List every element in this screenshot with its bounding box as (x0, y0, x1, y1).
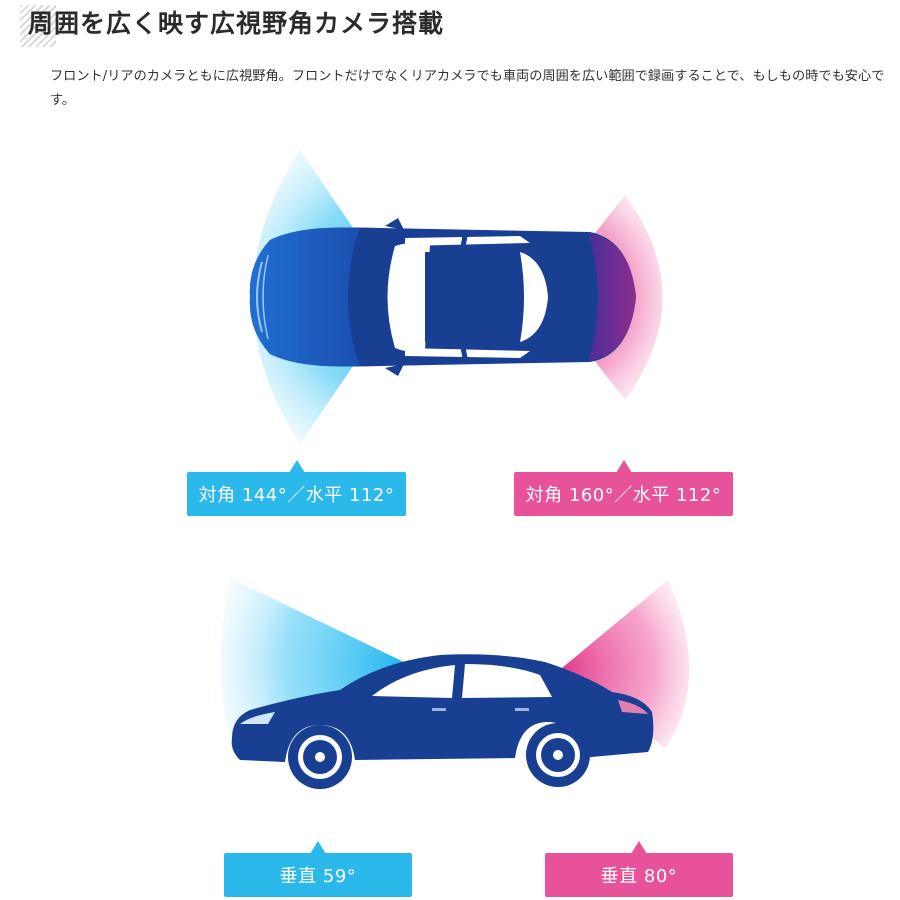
rear-vertical-fov-label: 垂直 80° (545, 841, 733, 897)
car-top-icon (249, 218, 637, 376)
title-decoration (20, 5, 56, 47)
front-vertical-fov-label: 垂直 59° (224, 841, 412, 897)
rear-wheel-icon (526, 723, 590, 787)
front-fov-label: 対角 144°／水平 112° (187, 460, 406, 516)
page-title: 周囲を広く映す広視野角カメラ搭載 (28, 9, 445, 38)
rear-fov-label: 対角 160°／水平 112° (514, 460, 733, 516)
side-view-illustration (220, 578, 690, 789)
front-wheel-icon (288, 725, 352, 789)
front-camera-vertical-fov-cone (220, 578, 408, 740)
rear-camera-vertical-fov-cone (562, 580, 690, 748)
description-text: フロント/リアのカメラともに広視野角。フロントだけでなくリアカメラでも車両の周囲… (50, 69, 885, 108)
top-view-illustration (249, 150, 663, 444)
car-side-icon (231, 654, 654, 789)
